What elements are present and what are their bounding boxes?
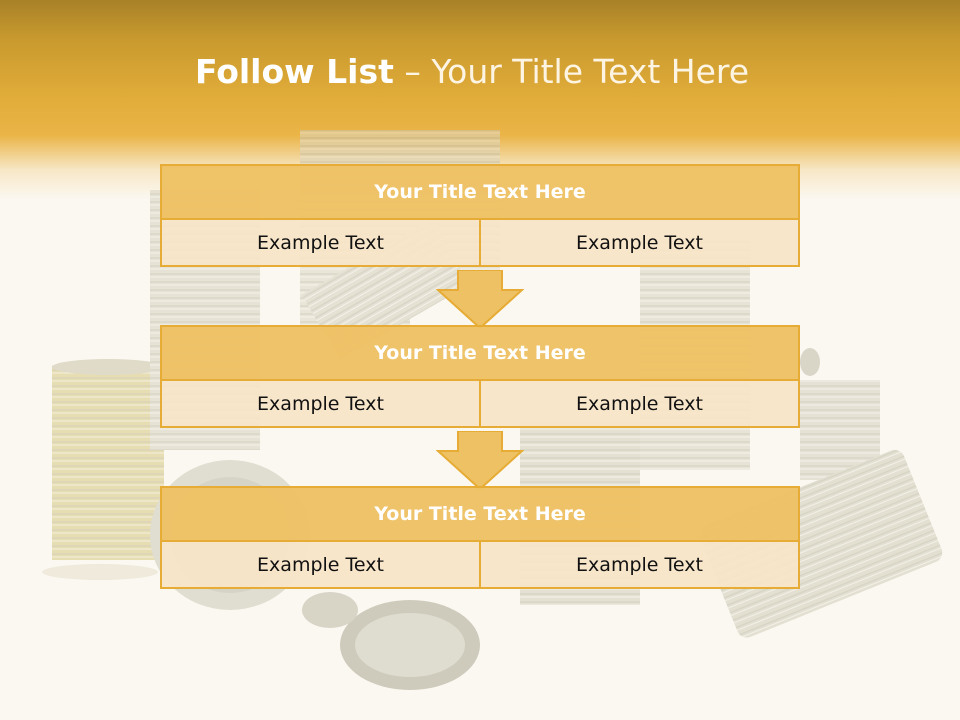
- block-row: Example Text Example Text: [160, 540, 800, 589]
- down-arrow-icon: [436, 270, 524, 330]
- block-cell-right: Example Text: [479, 540, 800, 589]
- list-block-3: Your Title Text Here Example Text Exampl…: [160, 486, 800, 589]
- down-arrow-icon: [436, 431, 524, 491]
- page-title: Follow List – Your Title Text Here: [0, 52, 944, 91]
- block-cell-left: Example Text: [160, 379, 481, 428]
- block-title: Your Title Text Here: [160, 164, 800, 220]
- block-cell-right: Example Text: [479, 218, 800, 267]
- block-title: Your Title Text Here: [160, 486, 800, 542]
- block-cell-right: Example Text: [479, 379, 800, 428]
- block-row: Example Text Example Text: [160, 379, 800, 428]
- list-block-2: Your Title Text Here Example Text Exampl…: [160, 325, 800, 428]
- block-title: Your Title Text Here: [160, 325, 800, 381]
- block-cell-left: Example Text: [160, 540, 481, 589]
- list-block-1: Your Title Text Here Example Text Exampl…: [160, 164, 800, 267]
- page-title-bold: Follow List: [194, 52, 394, 91]
- page-title-rest: – Your Title Text Here: [393, 52, 750, 91]
- block-cell-left: Example Text: [160, 218, 481, 267]
- block-row: Example Text Example Text: [160, 218, 800, 267]
